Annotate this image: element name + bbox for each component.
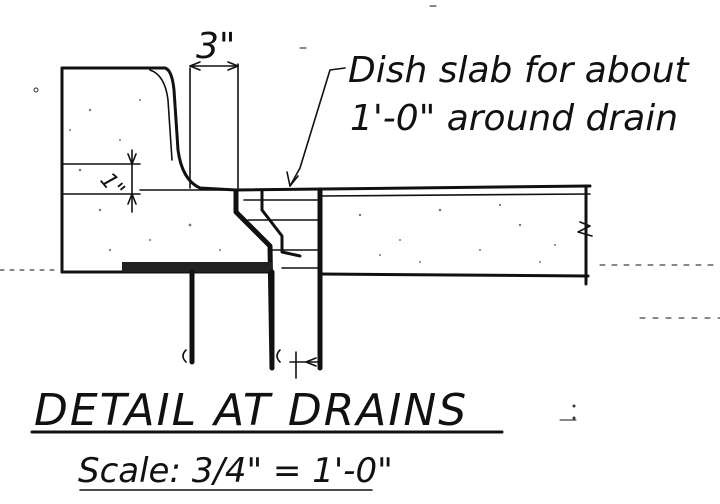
concrete-curb [60,66,238,274]
dimension-label: 3" [196,26,235,67]
scale-label: Scale: 3/4" = 1'-0" [78,451,393,491]
pipe-dimension [289,351,321,379]
depression-dimension: 1" [61,149,141,213]
drain-fitting [233,187,323,371]
note-line-1: Dish slab for about [348,50,691,91]
note-line-2: 1'-0" around drain [350,98,678,139]
side-dimension-label: 1" [95,168,130,203]
concrete-texture [69,99,556,263]
support-beam [122,262,281,365]
stray-marks [0,5,720,421]
stray-colon [572,404,576,420]
dimension-3in: 3" [189,26,239,189]
detail-title: DETAIL AT DRAINS [34,385,468,436]
note-leader [286,67,346,187]
